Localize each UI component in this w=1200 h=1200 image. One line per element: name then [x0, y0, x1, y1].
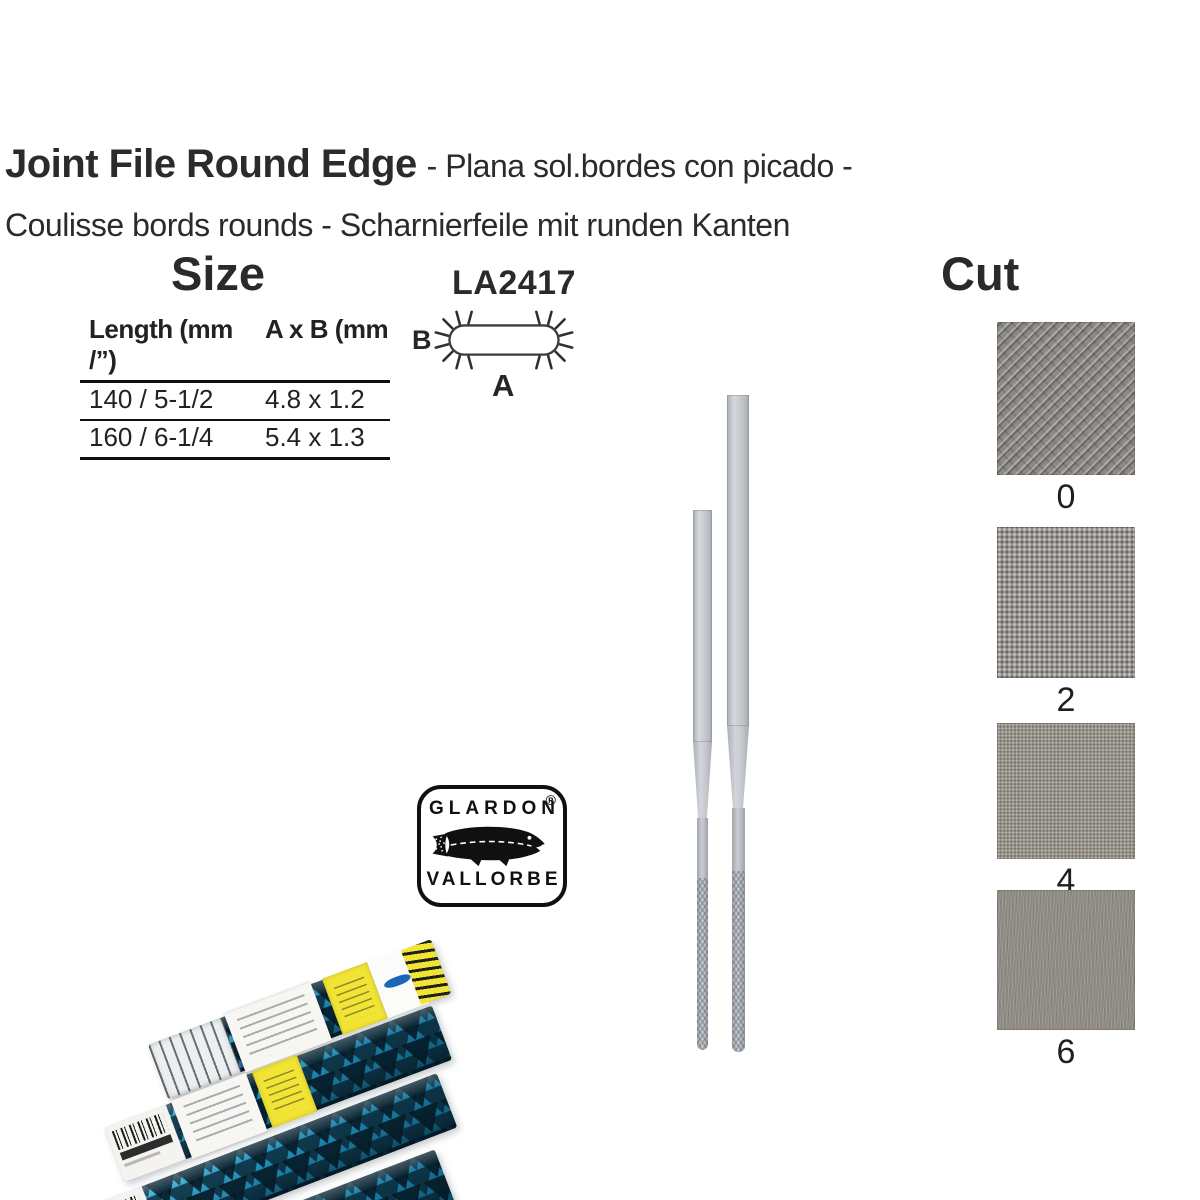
- profile-code: LA2417: [452, 264, 576, 302]
- size-heading: Size: [170, 247, 266, 300]
- title-line1: Joint File Round Edge - Plana sol.bordes…: [5, 138, 853, 199]
- file-handle: [697, 818, 708, 1051]
- cut-swatch-4: 4: [997, 723, 1135, 901]
- cross-section-diagram: [434, 310, 574, 370]
- length-value: 140 / 5-1/2: [89, 384, 214, 414]
- file-blade: [693, 510, 712, 742]
- hatch-rays-right: [535, 310, 574, 370]
- cut-label: 6: [1056, 1033, 1076, 1071]
- file-taper: [727, 726, 749, 808]
- barcode: [87, 1194, 146, 1200]
- brand-logo: GLARDON ® VALLORBE: [417, 785, 567, 907]
- axb-value: 4.8 x 1.2: [265, 384, 365, 414]
- product-boxes-photo: [0, 440, 560, 1200]
- product-subtitle-line2: Coulisse bords rounds - Scharnierfeile m…: [5, 207, 790, 243]
- cut-texture-2: [997, 527, 1135, 678]
- file-handle: [731, 808, 745, 1052]
- cut-swatch-0: 0: [997, 322, 1135, 517]
- file-photo-140mm: [693, 510, 712, 1051]
- cut-texture-4: [997, 723, 1135, 859]
- hatch-rays-left: [434, 310, 473, 370]
- size-table: Length (mm /”) A x B (mm 140 / 5-1/2 4.8…: [80, 313, 390, 460]
- col-axb-header: A x B (mm: [265, 314, 389, 344]
- product-subtitle-es: - Plana sol.bordes con picado -: [426, 148, 853, 184]
- table-row: 140 / 5-1/2 4.8 x 1.2: [80, 383, 390, 421]
- product-title: Joint File Round Edge: [5, 142, 417, 186]
- dimension-label-b: B: [412, 325, 432, 355]
- cut-label: 2: [1056, 681, 1076, 719]
- registered-trademark-icon: ®: [545, 792, 556, 808]
- cut-texture-6: [997, 890, 1135, 1030]
- length-value: 160 / 6-1/4: [89, 422, 214, 452]
- axb-value: 5.4 x 1.3: [265, 422, 365, 452]
- file-photo-160mm: [727, 395, 749, 1052]
- stadium-profile-shape: [448, 324, 560, 356]
- file-blade: [727, 395, 749, 726]
- cut-swatch-6: 6: [997, 890, 1135, 1072]
- brand-name-bottom: VALLORBE: [426, 869, 562, 890]
- table-row: 160 / 6-1/4 5.4 x 1.3: [80, 421, 390, 460]
- file-taper: [693, 742, 712, 818]
- size-table-header: Length (mm /”) A x B (mm: [80, 313, 390, 383]
- cut-swatch-2: 2: [997, 527, 1135, 720]
- fish-icon: [432, 826, 546, 867]
- dimension-label-a: A: [492, 368, 515, 403]
- cut-heading: Cut: [941, 247, 1020, 300]
- page-title-block: Joint File Round Edge - Plana sol.bordes…: [5, 138, 853, 251]
- col-length-header: Length (mm /”): [89, 314, 233, 375]
- cut-texture-0: [997, 322, 1135, 475]
- cut-label: 0: [1056, 478, 1076, 516]
- brand-name-top: GLARDON: [428, 798, 561, 819]
